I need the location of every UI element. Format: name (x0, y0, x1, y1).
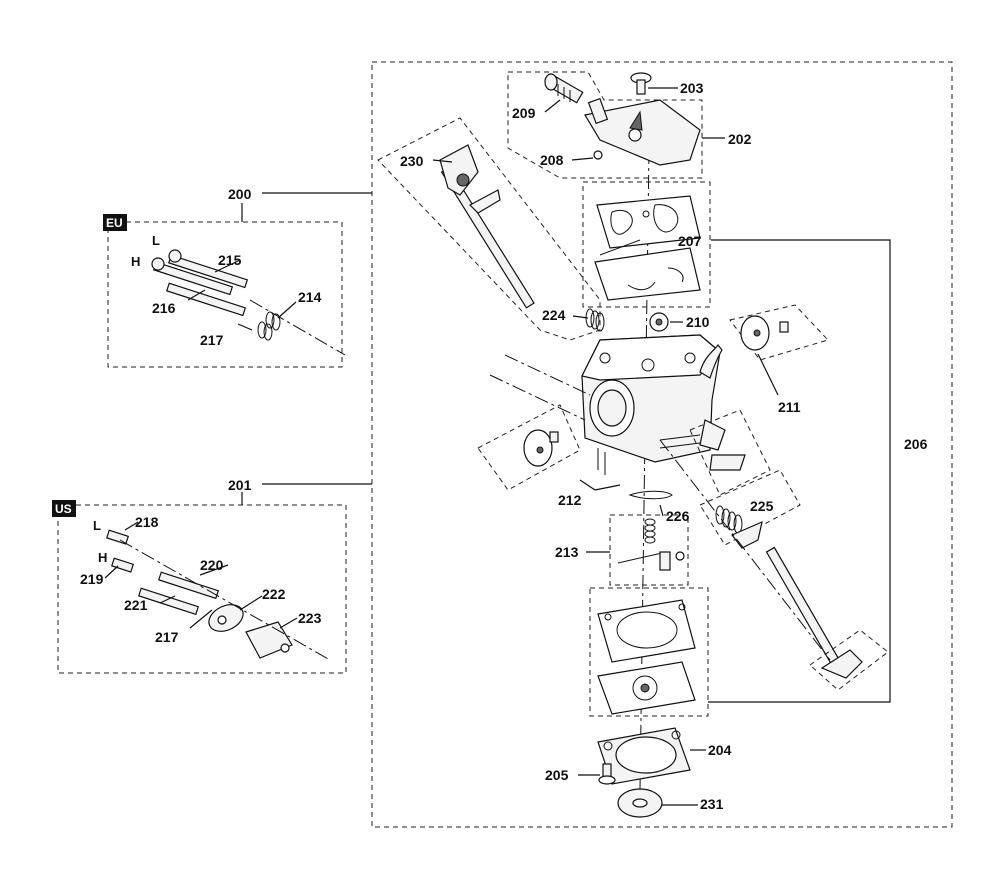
mark-us-h: H (98, 550, 107, 565)
ball-208 (593, 150, 603, 160)
label-209: 209 (512, 105, 536, 121)
cover-part (584, 99, 701, 166)
label-215: 215 (218, 252, 242, 268)
label-208: 208 (540, 152, 564, 168)
label-204: 204 (708, 742, 732, 758)
label-203: 203 (680, 80, 704, 96)
inlet-needle-210 (649, 312, 669, 332)
eu-tag-text: EU (106, 216, 123, 230)
label-205: 205 (545, 767, 569, 783)
metering-diaphragm-group (582, 181, 711, 308)
label-224: 224 (542, 307, 566, 323)
label-223: 223 (298, 610, 322, 626)
label-231: 231 (700, 796, 724, 812)
label-225: 225 (750, 498, 774, 514)
choke-lever (820, 649, 863, 679)
shaft-group-border (377, 117, 601, 341)
pump-group-border (589, 587, 709, 717)
inlet-lever-group (597, 448, 689, 586)
carburetor-body (581, 334, 723, 463)
label-214: 214 (298, 289, 322, 305)
label-207: 207 (678, 233, 702, 249)
us-tag-text: US (55, 502, 72, 516)
main-panel-border (371, 61, 953, 828)
choke-shaft-top-border (699, 469, 801, 546)
us-tag (52, 500, 76, 517)
leader-lines (104, 87, 779, 806)
label-220: 220 (200, 557, 224, 573)
cover-group (507, 71, 703, 179)
label-219: 219 (80, 571, 104, 587)
label-217-us: 217 (155, 629, 179, 645)
label-222: 222 (262, 586, 286, 602)
diaphragm-group-border (582, 181, 711, 308)
label-200: 200 (228, 186, 252, 202)
bracket-206 (708, 239, 891, 703)
eu-screws (151, 249, 346, 356)
mark-eu-h: H (131, 254, 140, 269)
limiter-cap-222 (208, 604, 244, 632)
label-216: 216 (152, 300, 176, 316)
label-230: 230 (400, 153, 424, 169)
cover-group-border (507, 71, 703, 179)
label-218: 218 (135, 514, 159, 530)
label-212: 212 (558, 492, 582, 508)
label-217-eu: 217 (200, 332, 224, 348)
pump-gasket (597, 599, 696, 663)
choke-shaft (765, 546, 841, 666)
screw-209 (544, 73, 584, 104)
choke-shaft-group (699, 469, 889, 691)
part-labels: 200 201 202 203 204 205 206 207 208 209 … (80, 80, 928, 812)
main-carburetor-panel (371, 61, 953, 828)
limiter-cap-223 (245, 621, 293, 659)
valve-groups (477, 239, 829, 496)
spring-226 (644, 518, 656, 544)
label-201: 201 (228, 477, 252, 493)
throttle-lever-230 (439, 144, 479, 196)
eu-tag (103, 214, 127, 231)
eu-panel-border (107, 221, 343, 368)
label-221: 221 (124, 597, 148, 613)
label-213: 213 (555, 544, 579, 560)
pump-cover-204 (597, 727, 691, 785)
valve-lower-right-border (689, 409, 771, 496)
pump-group (589, 587, 709, 717)
diaphragm-207 (594, 247, 701, 301)
mark-eu-l: L (152, 233, 160, 248)
screw-205 (598, 763, 616, 785)
label-210: 210 (686, 314, 710, 330)
label-211: 211 (778, 399, 801, 415)
filter-231 (617, 788, 663, 818)
label-202: 202 (728, 131, 752, 147)
us-panel: US (52, 500, 347, 674)
spring-224 (585, 308, 605, 332)
inlet-lever-border (609, 514, 689, 586)
us-screws (106, 529, 331, 661)
mark-us-l: L (93, 518, 101, 533)
springs-214 (257, 311, 281, 341)
eu-panel: EU (103, 214, 346, 368)
label-206: 206 (904, 436, 928, 452)
throttle-shaft-group (377, 117, 605, 341)
gasket-207 (596, 195, 701, 249)
label-226: 226 (666, 508, 690, 524)
us-panel-border (57, 504, 347, 674)
choke-shaft-bottom-border (809, 629, 889, 691)
